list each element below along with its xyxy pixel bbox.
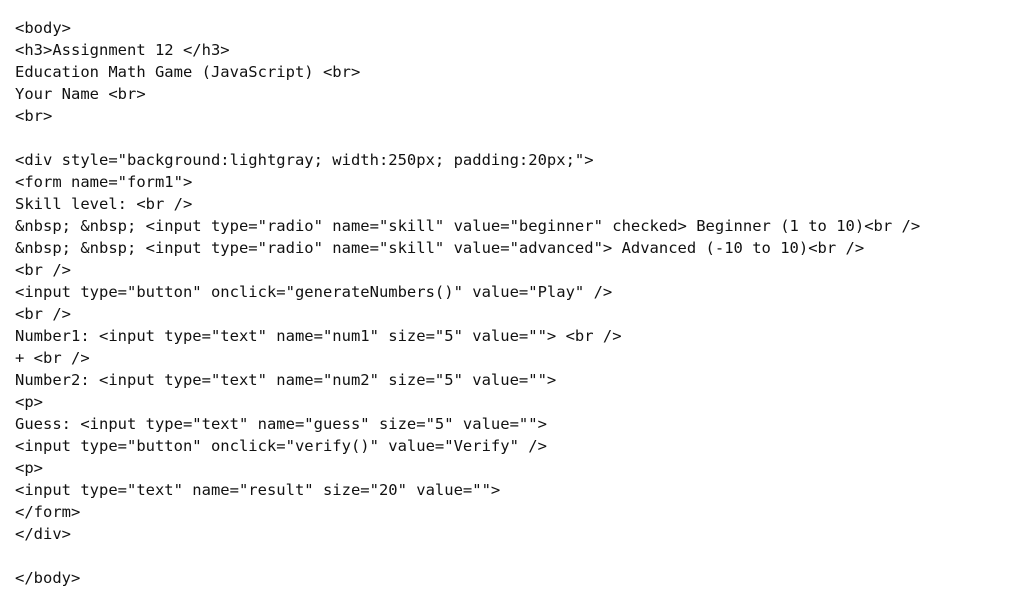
code-line-8: <form name="form1">: [15, 173, 193, 191]
code-line-14: <br />: [15, 305, 71, 323]
code-line-1: <body>: [15, 19, 71, 37]
code-line-24: </div>: [15, 525, 71, 543]
code-line-16: + <br />: [15, 349, 90, 367]
code-line-26: </body>: [15, 569, 81, 587]
code-line-20: <input type="button" onclick="verify()" …: [15, 437, 547, 455]
code-line-7: <div style="background:lightgray; width:…: [15, 151, 594, 169]
code-listing: <body> <h3>Assignment 12 </h3> Education…: [15, 17, 920, 589]
code-line-19: Guess: <input type="text" name="guess" s…: [15, 415, 547, 433]
code-line-18: <p>: [15, 393, 43, 411]
code-line-6: [15, 127, 920, 149]
code-line-5: <br>: [15, 107, 53, 125]
code-line-3: Education Math Game (JavaScript) <br>: [15, 63, 361, 81]
code-line-17: Number2: <input type="text" name="num2" …: [15, 371, 557, 389]
code-line-15: Number1: <input type="text" name="num1" …: [15, 327, 622, 345]
code-line-10: &nbsp; &nbsp; <input type="radio" name="…: [15, 217, 921, 235]
code-line-23: </form>: [15, 503, 81, 521]
code-line-4: Your Name <br>: [15, 85, 146, 103]
code-line-12: <br />: [15, 261, 71, 279]
code-line-22: <input type="text" name="result" size="2…: [15, 481, 501, 499]
code-line-13: <input type="button" onclick="generateNu…: [15, 283, 613, 301]
code-line-9: Skill level: <br />: [15, 195, 193, 213]
code-line-21: <p>: [15, 459, 43, 477]
code-line-2: <h3>Assignment 12 </h3>: [15, 41, 230, 59]
code-line-11: &nbsp; &nbsp; <input type="radio" name="…: [15, 239, 865, 257]
code-line-25: [15, 545, 920, 567]
